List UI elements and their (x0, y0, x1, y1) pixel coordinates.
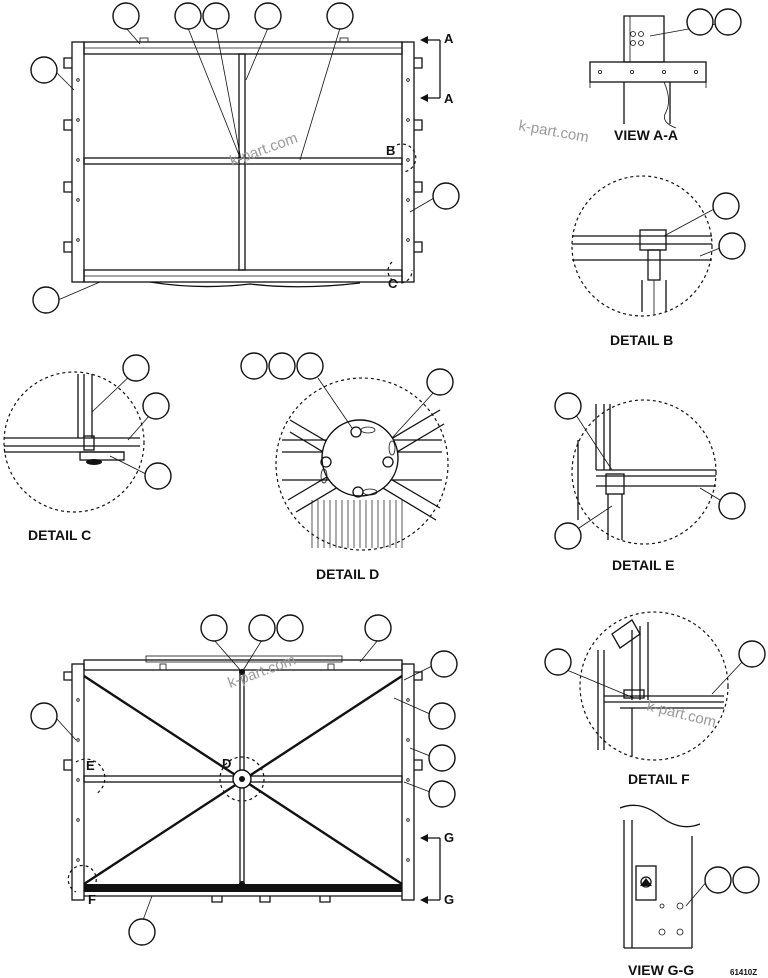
watermark-view-aa: k-part.com (517, 117, 590, 146)
detail-letter-c: C (388, 276, 398, 291)
watermark-bottom: k-part.com (226, 652, 298, 692)
view-aa-drawing (589, 8, 742, 129)
title-detail-c: DETAIL C (28, 527, 91, 543)
detail-f-drawing (544, 611, 766, 761)
detail-c-drawing (3, 354, 172, 513)
detail-letter-b: B (386, 143, 395, 158)
title-view-gg: VIEW G-G (628, 962, 694, 978)
detail-e-drawing (554, 392, 746, 550)
title-detail-e: DETAIL E (612, 557, 675, 573)
detail-letter-d: D (222, 756, 231, 771)
section-letter-a-top: A (444, 31, 454, 46)
title-view-aa: VIEW A-A (614, 127, 678, 143)
title-detail-b: DETAIL B (610, 332, 673, 348)
detail-letter-f: F (88, 892, 96, 907)
bottom-frame-view (30, 614, 458, 946)
detail-letter-e: E (86, 758, 95, 773)
section-letter-g-top: G (444, 830, 454, 845)
detail-b-drawing (571, 175, 746, 317)
top-frame-view (30, 2, 460, 314)
section-letter-g-bottom: G (444, 892, 454, 907)
title-detail-f: DETAIL F (628, 771, 690, 787)
title-detail-d: DETAIL D (316, 566, 379, 582)
section-letter-a-bottom: A (444, 91, 454, 106)
detail-d-drawing (240, 352, 454, 551)
figure-number: 61410Z (730, 968, 757, 977)
view-gg-drawing (619, 804, 760, 949)
